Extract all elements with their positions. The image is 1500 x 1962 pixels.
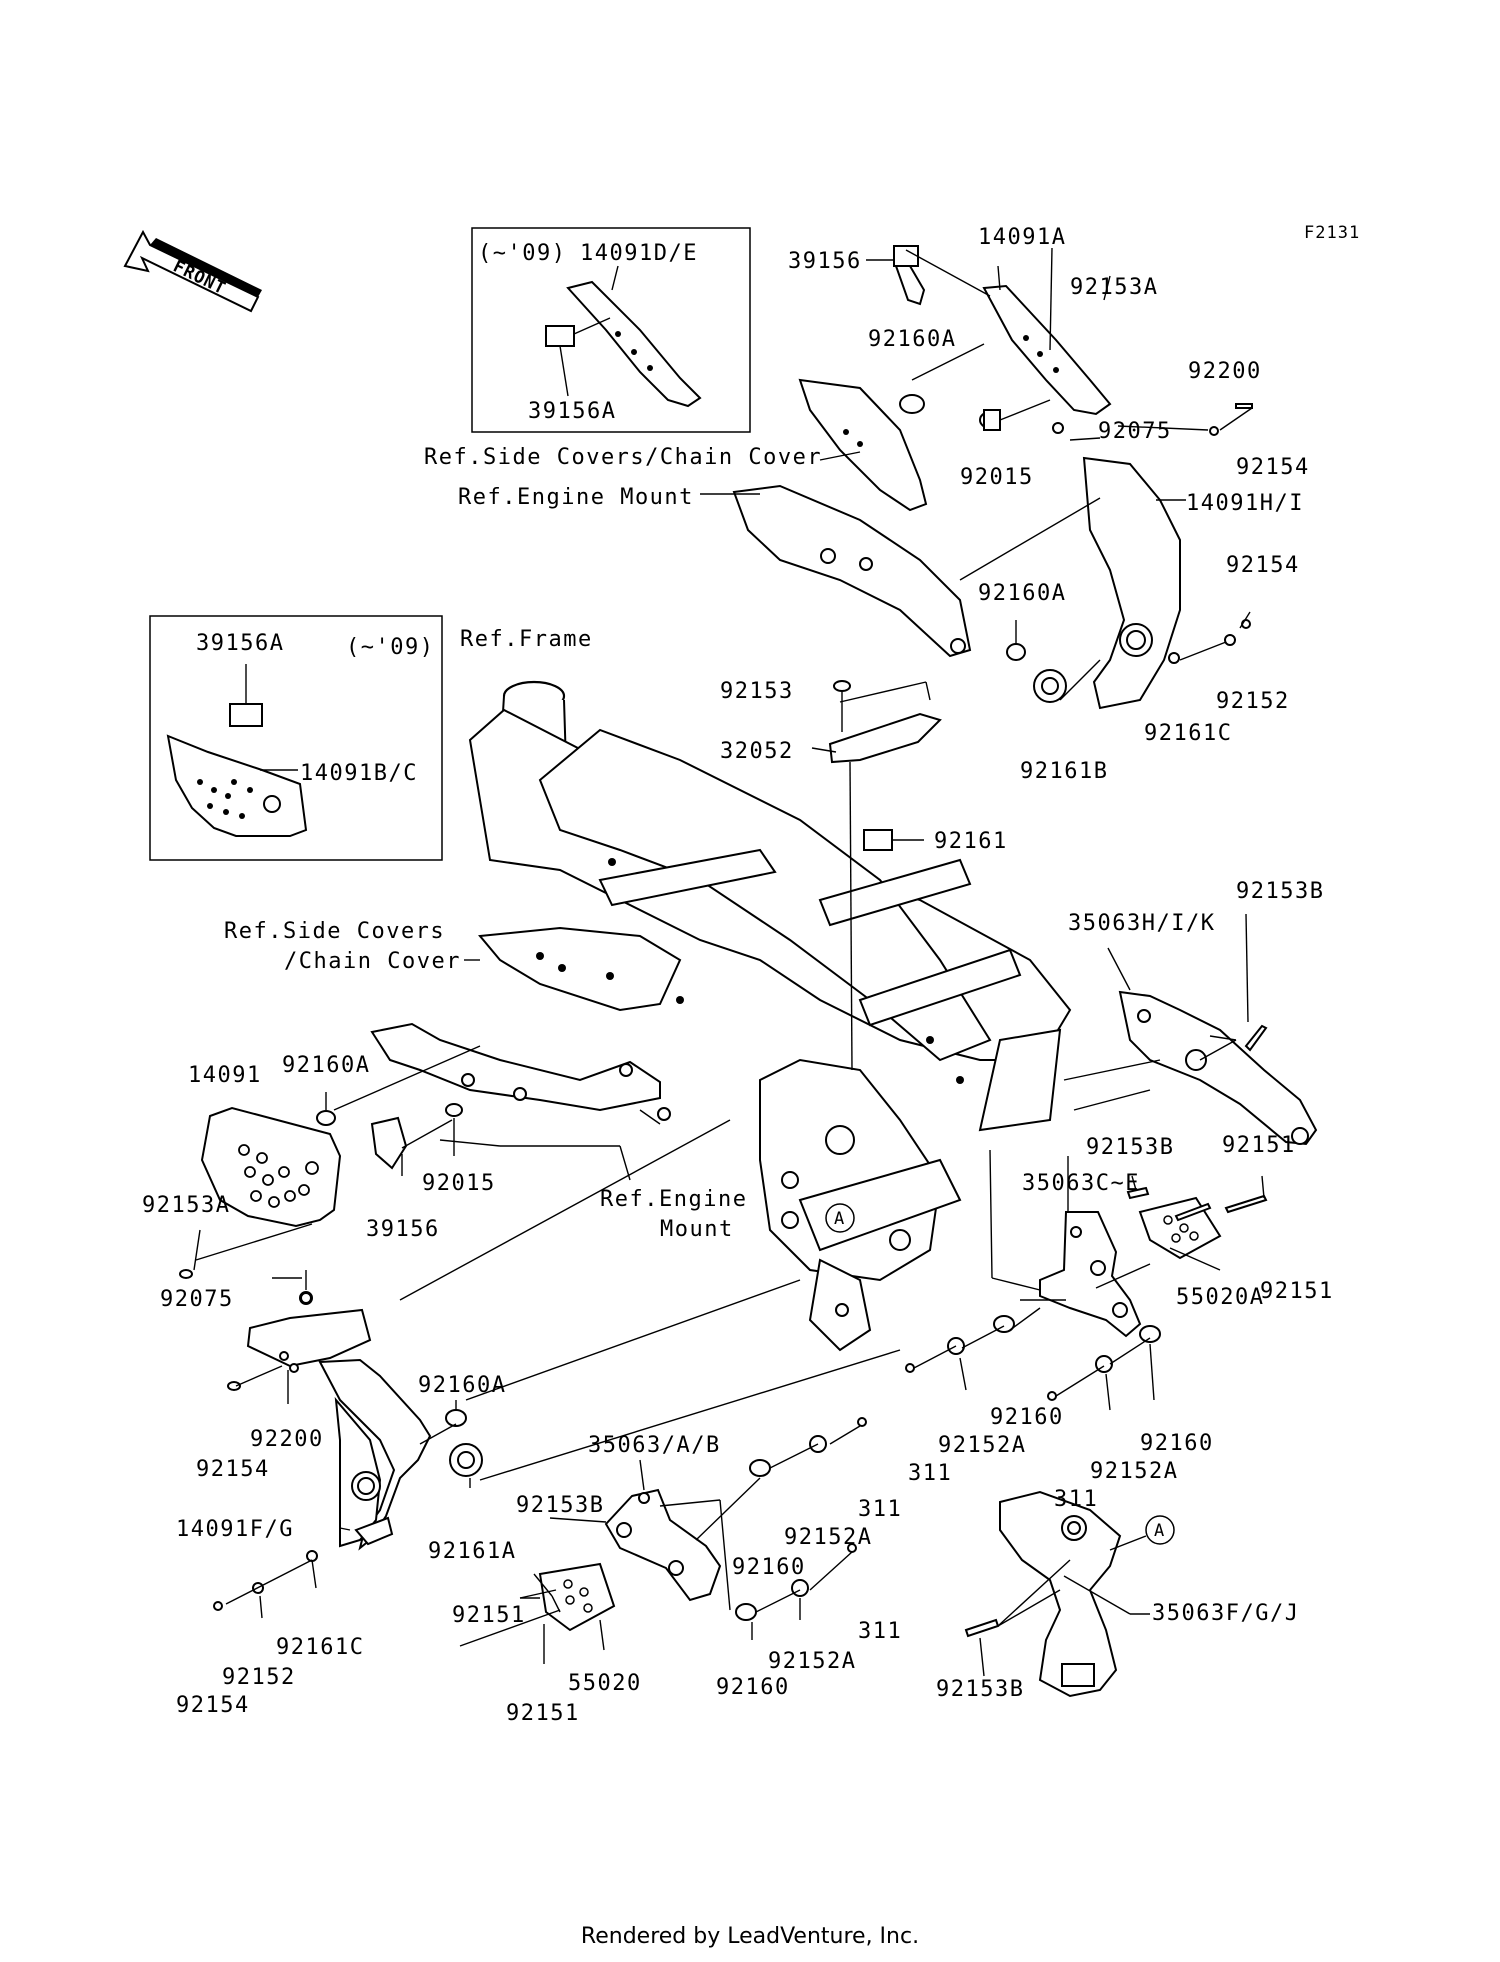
label-92161c-right: 92161C: [1144, 721, 1232, 746]
label-92015-left: 92015: [422, 1171, 496, 1196]
bracket-35063fgj: A: [964, 1490, 1175, 1698]
label-92160-c2: 92160: [716, 1675, 790, 1700]
left-side-parts: [179, 926, 682, 1305]
label-14091fg: 14091F/G: [176, 1517, 294, 1542]
label-92160a-low: 92160A: [418, 1373, 506, 1398]
callout-a-bracket-letter: A: [1154, 1521, 1165, 1541]
footer-credit: Rendered by LeadVenture, Inc.: [581, 1924, 919, 1949]
label-92154-mid: 92154: [1226, 553, 1300, 578]
label-92161b: 92161B: [1020, 759, 1108, 784]
inset-left: 39156A (~'09) 14091B/C: [149, 615, 443, 861]
label-92161a: 92161A: [428, 1539, 516, 1564]
label-92153b-r2: 92153B: [1086, 1135, 1174, 1160]
label-35063hik: 35063H/I/K: [1068, 911, 1215, 936]
label-92151-c2: 92151: [506, 1701, 580, 1726]
label-ref-engine-mount-top: Ref.Engine Mount: [458, 485, 694, 510]
label-92153a-left: 92153A: [142, 1193, 230, 1218]
label-92153a-top: 92153A: [1070, 275, 1158, 300]
inset-top-note: (~'09): [478, 241, 566, 266]
figure-code: F2131: [1304, 223, 1360, 243]
label-92160a-mid: 92160A: [978, 581, 1066, 606]
label-92152a-r1: 92152A: [938, 1433, 1026, 1458]
label-92200-top: 92200: [1188, 359, 1262, 384]
label-92152a-c1: 92152A: [784, 1525, 872, 1550]
label-311-r2: 311: [1054, 1487, 1098, 1512]
bracket-35063ce: [905, 1149, 1268, 1411]
label-92160a-left: 92160A: [282, 1053, 370, 1078]
label-92152a-r2: 92152A: [1090, 1459, 1178, 1484]
callout-a-bracket: A: [1145, 1515, 1175, 1545]
label-92153b-r1: 92153B: [1236, 879, 1324, 904]
label-55020: 55020: [568, 1671, 642, 1696]
label-92200-left: 92200: [250, 1427, 324, 1452]
label-92151-r1: 92151: [1222, 1133, 1296, 1158]
middle-bracket-cluster: [811, 680, 942, 1071]
label-92154-bottom: 92154: [176, 1693, 250, 1718]
top-right-cluster: [700, 245, 1253, 710]
label-311-c1: 311: [858, 1497, 902, 1522]
label-92160-r1: 92160: [990, 1405, 1064, 1430]
label-92153b-c: 92153B: [516, 1493, 604, 1518]
label-14091hi: 14091H/I: [1186, 491, 1304, 516]
label-32052: 32052: [720, 739, 794, 764]
label-ref-engine-mount-l1: Ref.Engine: [600, 1187, 747, 1212]
label-92152-right: 92152: [1216, 689, 1290, 714]
label-55020a: 55020A: [1176, 1285, 1264, 1310]
label-92160-r2: 92160: [1140, 1431, 1214, 1456]
label-ref-side-covers-l2: /Chain Cover: [284, 949, 461, 974]
label-ref-frame: Ref.Frame: [460, 627, 593, 652]
label-39156-top: 39156: [788, 249, 862, 274]
inset-left-part-1: 39156A: [196, 631, 284, 656]
label-92160-c1: 92160: [732, 1555, 806, 1580]
inset-top: (~'09) 14091D/E 39156A: [471, 227, 751, 433]
bracket-35063hik: [1063, 913, 1318, 1146]
inset-left-part-2: 14091B/C: [300, 761, 418, 786]
label-14091: 14091: [188, 1063, 262, 1088]
bracket-35063ab: [459, 1417, 867, 1664]
part-labels: 39156 14091A 92153A 92160A 92200 Ref.Sid…: [142, 225, 1334, 1726]
label-14091a: 14091A: [978, 225, 1066, 250]
callout-a-frame: A: [825, 1203, 855, 1233]
label-311-r1: 311: [908, 1461, 952, 1486]
label-92152-left: 92152: [222, 1665, 296, 1690]
inset-top-part-2: 39156A: [528, 399, 616, 424]
label-ref-side-covers-l1: Ref.Side Covers: [224, 919, 445, 944]
front-arrow-icon: FRONT: [123, 229, 262, 313]
label-92153: 92153: [720, 679, 794, 704]
label-311-c2: 311: [858, 1619, 902, 1644]
inset-top-part-1: 14091D/E: [580, 241, 698, 266]
label-92161: 92161: [934, 829, 1008, 854]
label-92153b-bottom: 92153B: [936, 1677, 1024, 1702]
label-92151-r2: 92151: [1260, 1279, 1334, 1304]
label-92075-left: 92075: [160, 1287, 234, 1312]
label-92160a-top: 92160A: [868, 327, 956, 352]
label-35063ab: 35063/A/B: [588, 1433, 721, 1458]
label-35063fgj: 35063F/G/J: [1152, 1601, 1299, 1626]
label-92151-c: 92151: [452, 1603, 526, 1628]
label-ref-side-covers-top: Ref.Side Covers/Chain Cover: [424, 445, 822, 470]
main-frame: [468, 680, 1072, 1352]
label-92161c-left: 92161C: [276, 1635, 364, 1660]
label-ref-engine-mount-l2: Mount: [660, 1217, 734, 1242]
inset-left-note: (~'09): [346, 635, 434, 660]
label-92152a-c2: 92152A: [768, 1649, 856, 1674]
label-92075-top: 92075: [1098, 419, 1172, 444]
callout-a-frame-letter: A: [834, 1209, 845, 1229]
cover-14091fg: [213, 1119, 901, 1619]
label-92154-top: 92154: [1236, 455, 1310, 480]
label-35063ce: 35063C~E: [1022, 1171, 1140, 1196]
label-92154-left: 92154: [196, 1457, 270, 1482]
label-39156-left: 39156: [366, 1217, 440, 1242]
label-92015-top: 92015: [960, 465, 1034, 490]
